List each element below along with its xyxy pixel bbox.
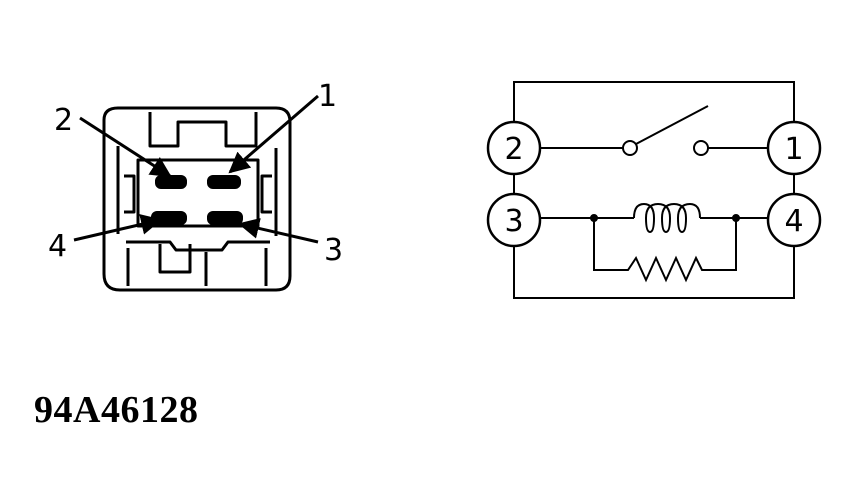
relay-coil — [633, 202, 701, 234]
connector-terminals — [151, 175, 243, 225]
schematic-pin-1 — [766, 120, 822, 176]
terminal-2 — [155, 175, 187, 189]
switch-contact-left — [622, 140, 638, 156]
schematic-label-2: 2 — [504, 132, 523, 167]
relay-connector — [102, 106, 292, 292]
schematic-label-3: 3 — [504, 204, 523, 239]
schematic-pin-3 — [486, 192, 542, 248]
terminal-1 — [207, 175, 241, 189]
terminal-3 — [207, 211, 243, 225]
parallel-resistor — [593, 218, 737, 283]
connector-label-1: 1 — [318, 79, 337, 114]
connector-label-3: 3 — [324, 233, 343, 268]
figure-code: 94A46128 — [34, 389, 199, 431]
arrow-pin-3 — [237, 218, 319, 244]
switch-blade — [635, 105, 709, 145]
arrow-pin-4 — [73, 214, 163, 242]
arrow-pin-1 — [228, 94, 319, 174]
leader-arrows — [73, 94, 319, 244]
arrow-pin-2 — [79, 116, 172, 178]
schematic-pin-4 — [766, 192, 822, 248]
schematic-label-4: 4 — [784, 204, 803, 239]
connector-label-2: 2 — [54, 103, 73, 138]
schematic-label-1: 1 — [784, 132, 803, 167]
schematic-frame — [513, 81, 795, 122]
schematic-pin-2 — [486, 120, 542, 176]
relay-schematic — [486, 81, 822, 299]
connector-label-4: 4 — [48, 229, 67, 264]
switch-contact-right — [693, 140, 709, 156]
